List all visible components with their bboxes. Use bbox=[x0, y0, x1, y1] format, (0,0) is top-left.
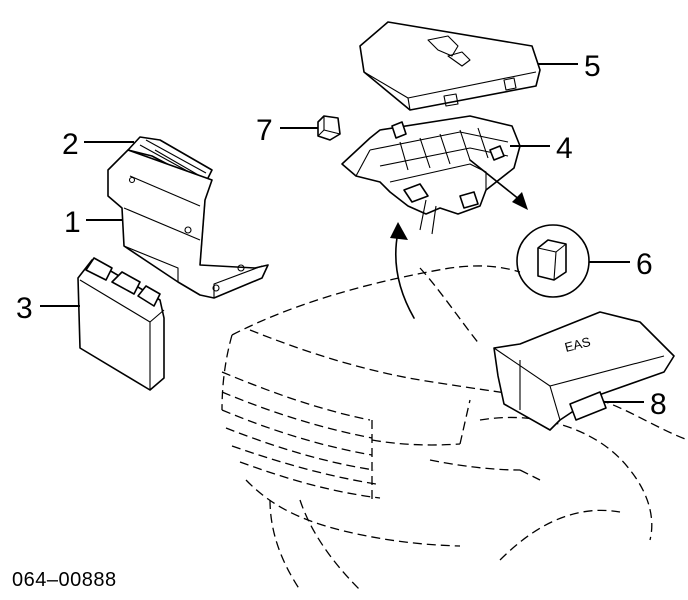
part-6-relay-detail bbox=[516, 224, 590, 298]
callout-1: 1 bbox=[64, 206, 81, 239]
callout-8: 8 bbox=[650, 388, 667, 421]
callout-4: 4 bbox=[556, 132, 573, 165]
part-7-relay bbox=[317, 115, 341, 141]
arrow-to-part-4 bbox=[390, 222, 415, 319]
arrow-to-part-6 bbox=[469, 159, 528, 210]
callout-2: 2 bbox=[62, 128, 79, 161]
eas-module-label: EAS bbox=[563, 334, 592, 355]
part-number: 064–00888 bbox=[12, 569, 117, 591]
vehicle-outline bbox=[221, 265, 688, 591]
part-3-module bbox=[77, 257, 165, 391]
callout-7: 7 bbox=[256, 114, 273, 147]
part-8-eas-module: EAS bbox=[493, 311, 675, 431]
part-4-fusebox bbox=[341, 115, 521, 235]
part-5-cover bbox=[359, 21, 541, 111]
callout-numbers: 1 2 3 4 5 6 7 8 bbox=[16, 50, 667, 421]
leader-lines bbox=[40, 63, 644, 403]
part-1-bracket bbox=[107, 149, 269, 299]
callout-3: 3 bbox=[16, 292, 33, 325]
callout-6: 6 bbox=[636, 248, 653, 281]
callout-5: 5 bbox=[584, 50, 601, 83]
